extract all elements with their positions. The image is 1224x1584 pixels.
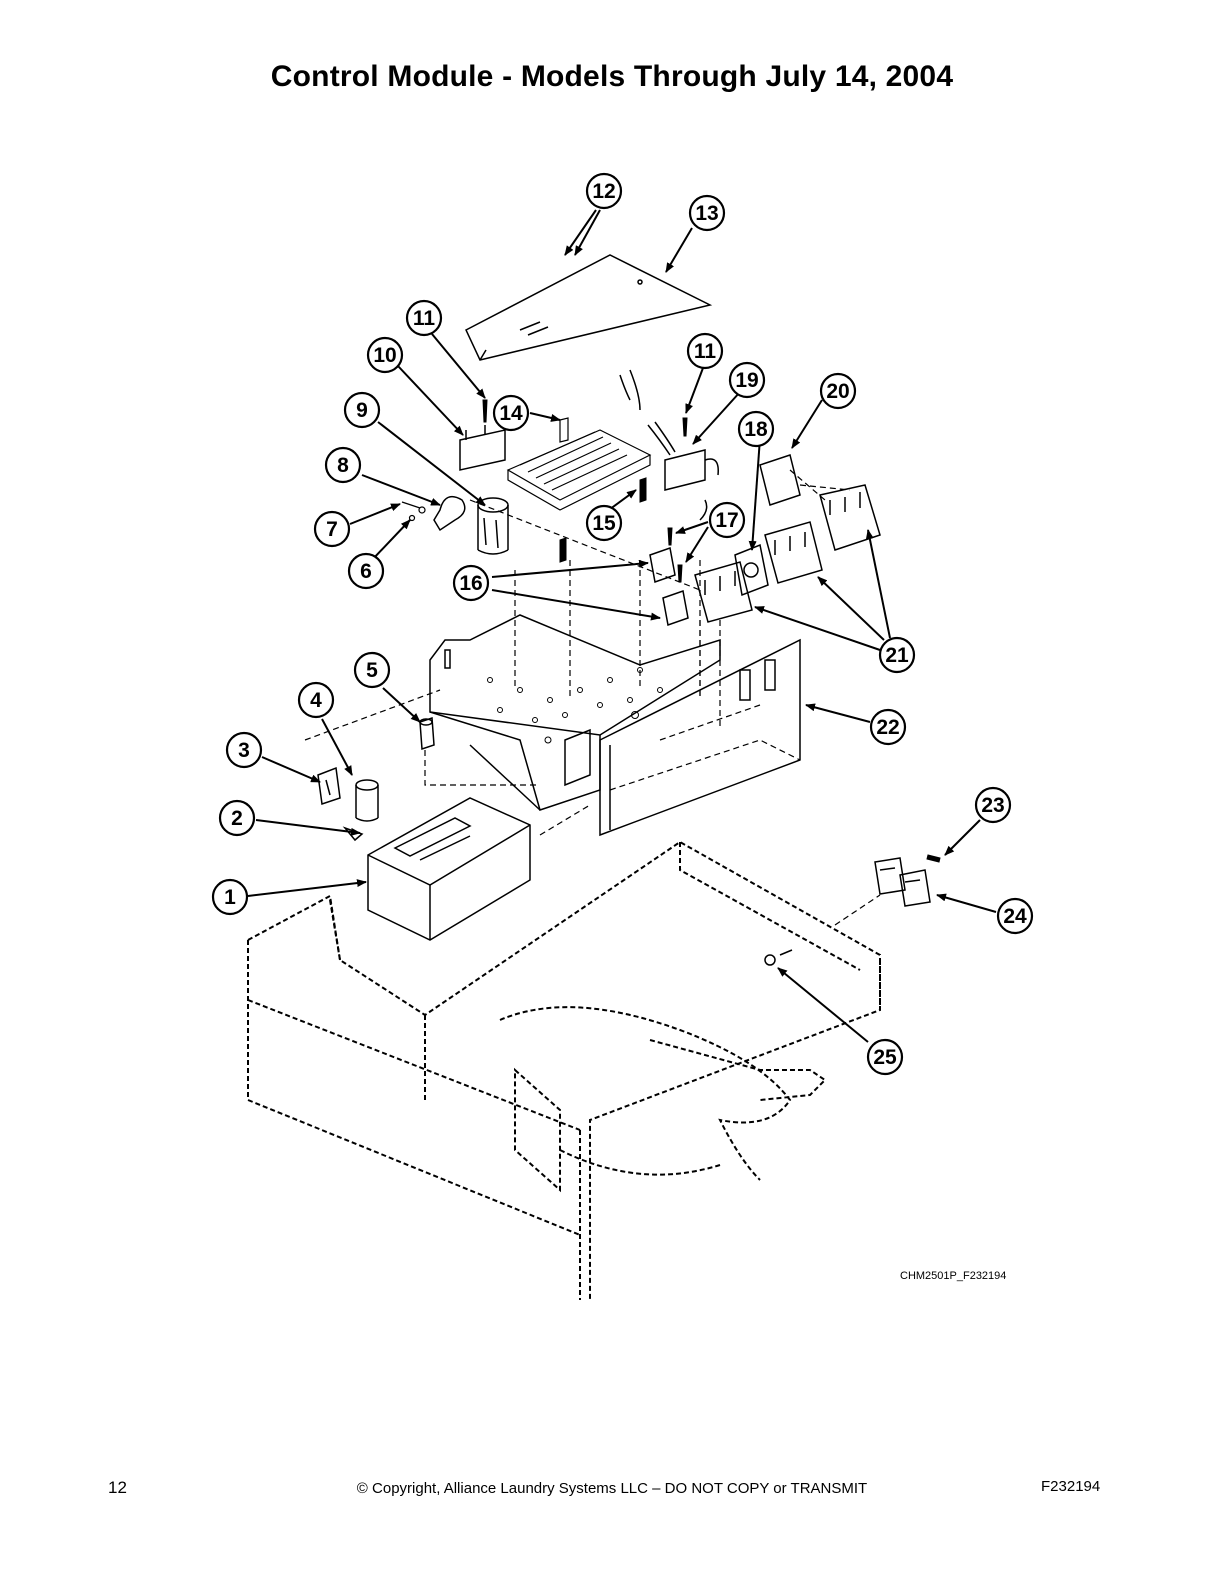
callout-9	[343, 391, 381, 429]
part-2-clip	[342, 826, 364, 842]
callout-8	[324, 446, 362, 484]
callout-13-label: 13	[695, 202, 718, 225]
callout-13	[688, 194, 726, 232]
callout-21	[878, 636, 916, 674]
callout-9-label: 9	[356, 399, 368, 422]
machine-base-frame	[247, 840, 881, 1300]
copyright-notice: © Copyright, Alliance Laundry Systems LL…	[356, 1480, 868, 1497]
callout-7-label: 7	[326, 518, 338, 541]
callout-3	[225, 731, 263, 769]
callout-20-label: 20	[826, 380, 849, 403]
part-15-standoffs	[559, 477, 647, 563]
callout-17-label: 17	[715, 509, 738, 532]
callout-7	[313, 510, 351, 548]
callout-18-label: 18	[744, 418, 768, 441]
part-8-clamp	[433, 495, 466, 532]
callout-15-label: 15	[592, 512, 616, 535]
callout-11b-label: 11	[694, 340, 717, 363]
callout-16-label: 16	[459, 572, 482, 595]
part-16-relays	[649, 547, 689, 626]
figure-reference: CHM2501P_F232194	[900, 1270, 1007, 1282]
callout-24-label: 24	[1003, 905, 1027, 928]
control-chassis-pan	[429, 614, 801, 837]
part-19-relay	[619, 369, 719, 521]
callout-1	[211, 878, 249, 916]
callout-4-label: 4	[310, 689, 322, 712]
leader-lines	[247, 209, 997, 1043]
screw-11-left	[482, 399, 488, 423]
callout-6-label: 6	[360, 560, 372, 583]
callout-12-label: 12	[592, 180, 615, 203]
part-1-box	[367, 797, 531, 941]
callout-15	[585, 504, 623, 542]
terminal-board	[506, 417, 652, 511]
chassis-holes	[487, 667, 663, 744]
callout-11a	[405, 299, 443, 337]
callout-2	[218, 799, 256, 837]
part-3-bracket	[317, 766, 341, 805]
callout-12	[585, 172, 623, 210]
callout-16	[452, 564, 490, 602]
part-5-fuse-holder	[419, 716, 435, 751]
callout-11b	[686, 332, 724, 370]
callout-21-label: 21	[885, 644, 909, 667]
callout-25-label: 25	[873, 1046, 897, 1069]
contactor-dashed-guides	[699, 469, 851, 730]
callout-18	[737, 410, 775, 448]
part-17-screws	[667, 527, 683, 583]
callout-10	[366, 336, 404, 374]
page-number: 12	[108, 1478, 127, 1497]
callout-25	[866, 1038, 904, 1076]
callout-2-label: 2	[231, 807, 243, 830]
callout-14	[492, 394, 530, 432]
callout-14-label: 14	[499, 402, 523, 425]
part-9-capacitor	[477, 497, 509, 555]
document-code: F232194	[1041, 1478, 1101, 1495]
part-10-block	[459, 425, 506, 471]
part-18-overload	[734, 543, 769, 597]
part-20-21-contactors	[694, 454, 881, 623]
callout-23-label: 23	[981, 794, 1004, 817]
callout-10-label: 10	[373, 344, 396, 367]
callout-11a-label: 11	[413, 307, 436, 330]
callout-24	[996, 897, 1034, 935]
callout-6	[347, 552, 385, 590]
part-25-nut	[764, 949, 793, 966]
callout-circles	[211, 172, 1034, 1076]
part-4-capacitor	[355, 779, 379, 822]
callout-8-label: 8	[337, 454, 349, 477]
callout-1-label: 1	[224, 886, 236, 909]
callout-3-label: 3	[238, 739, 250, 762]
control-board-cover	[465, 254, 713, 361]
part-24-switches	[874, 857, 931, 907]
callout-22-label: 22	[876, 716, 899, 739]
callout-20	[819, 372, 857, 410]
callout-19-label: 19	[735, 369, 758, 392]
callout-5	[353, 651, 391, 689]
parts-6-7-fasteners	[401, 501, 426, 522]
callout-22	[869, 708, 907, 746]
part-23-screw	[926, 854, 941, 863]
callout-23	[974, 786, 1012, 824]
screw-11-right	[682, 417, 688, 437]
callout-19	[728, 361, 766, 399]
base-dashed-connectors	[834, 894, 881, 926]
callout-17	[708, 501, 746, 539]
callout-4	[297, 681, 335, 719]
callout-5-label: 5	[366, 659, 378, 682]
page-title: Control Module - Models Through July 14,…	[270, 60, 954, 93]
